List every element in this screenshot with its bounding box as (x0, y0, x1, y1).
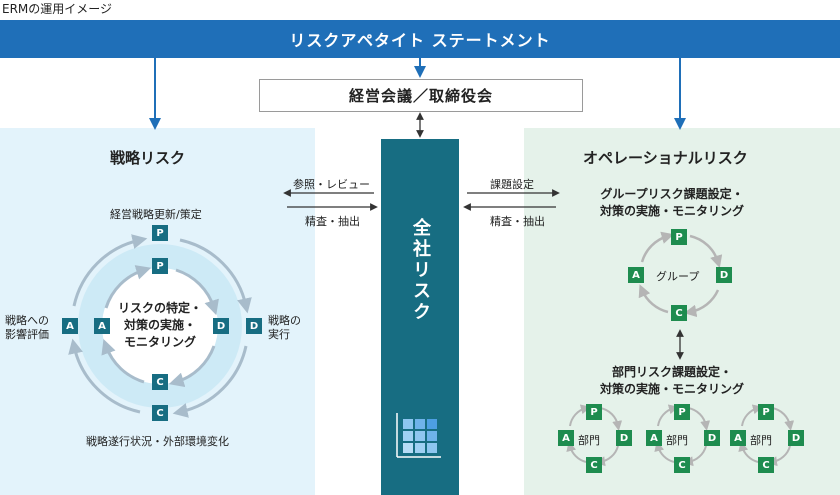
badge-do-inner: D (213, 318, 229, 334)
badge-do-outer: D (246, 318, 262, 334)
badge-dept3-do: D (788, 430, 804, 446)
badge-group-check: C (671, 305, 687, 321)
badge-dept1-plan: P (586, 404, 602, 420)
risk-appetite-banner: リスクアペタイト ステートメント (0, 20, 840, 58)
badge-check-inner: C (152, 374, 168, 390)
badge-dept3-check: C (758, 457, 774, 473)
badge-group-act: A (628, 267, 644, 283)
badge-dept1-check: C (586, 457, 602, 473)
enterprise-risk-label: 全社リスク (410, 217, 431, 323)
dept-risk-label: 部門リスク課題設定・ 対策の実施・モニタリング (600, 365, 745, 396)
strategy-status-label: 戦略遂行状況・外部環境変化 (86, 435, 229, 448)
page-title: ERMの運用イメージ (2, 2, 113, 16)
badge-dept2-plan: P (674, 404, 690, 420)
badge-dept2-do: D (704, 430, 720, 446)
strategy-impact-label: 戦略への 影響評価 (5, 314, 49, 341)
board-box: 経営会議／取締役会 (259, 79, 583, 112)
risk-identify-label: リスクの特定・ 対策の実施・ モニタリング (117, 301, 202, 349)
ref-review-label: 参照・レビュー (293, 178, 370, 191)
strategic-risk-heading: 戦略リスク (110, 149, 186, 167)
badge-dept2-act: A (646, 430, 662, 446)
badge-group-plan: P (671, 229, 687, 245)
badge-act-outer: A (62, 318, 78, 334)
group-risk-label: グループリスク課題設定・ 対策の実施・モニタリング (600, 187, 745, 218)
dept3-label: 部門 (750, 434, 772, 447)
badge-dept1-do: D (616, 430, 632, 446)
strategy-update-label: 経営戦略更新/策定 (110, 208, 202, 221)
inner-disc (102, 268, 218, 384)
dept2-label: 部門 (666, 434, 688, 447)
refine-extract-left-label: 精査・抽出 (305, 215, 360, 228)
badge-group-do: D (716, 267, 732, 283)
badge-check-outer: C (152, 405, 168, 421)
badge-act-inner: A (94, 318, 110, 334)
dept1-label: 部門 (578, 434, 600, 447)
badge-dept3-act: A (730, 430, 746, 446)
refine-extract-right-label: 精査・抽出 (490, 215, 545, 228)
badge-plan-inner: P (152, 258, 168, 274)
badge-dept1-act: A (558, 430, 574, 446)
group-center-label: グループ (656, 270, 700, 283)
heatmap-matrix-icon (396, 413, 441, 458)
issue-setting-label: 課題設定 (490, 178, 534, 191)
badge-dept3-plan: P (758, 404, 774, 420)
badge-dept2-check: C (674, 457, 690, 473)
operational-risk-heading: オペレーショナルリスク (583, 149, 748, 167)
strategy-execution-label: 戦略の 実行 (268, 314, 301, 341)
badge-plan-outer: P (152, 225, 168, 241)
